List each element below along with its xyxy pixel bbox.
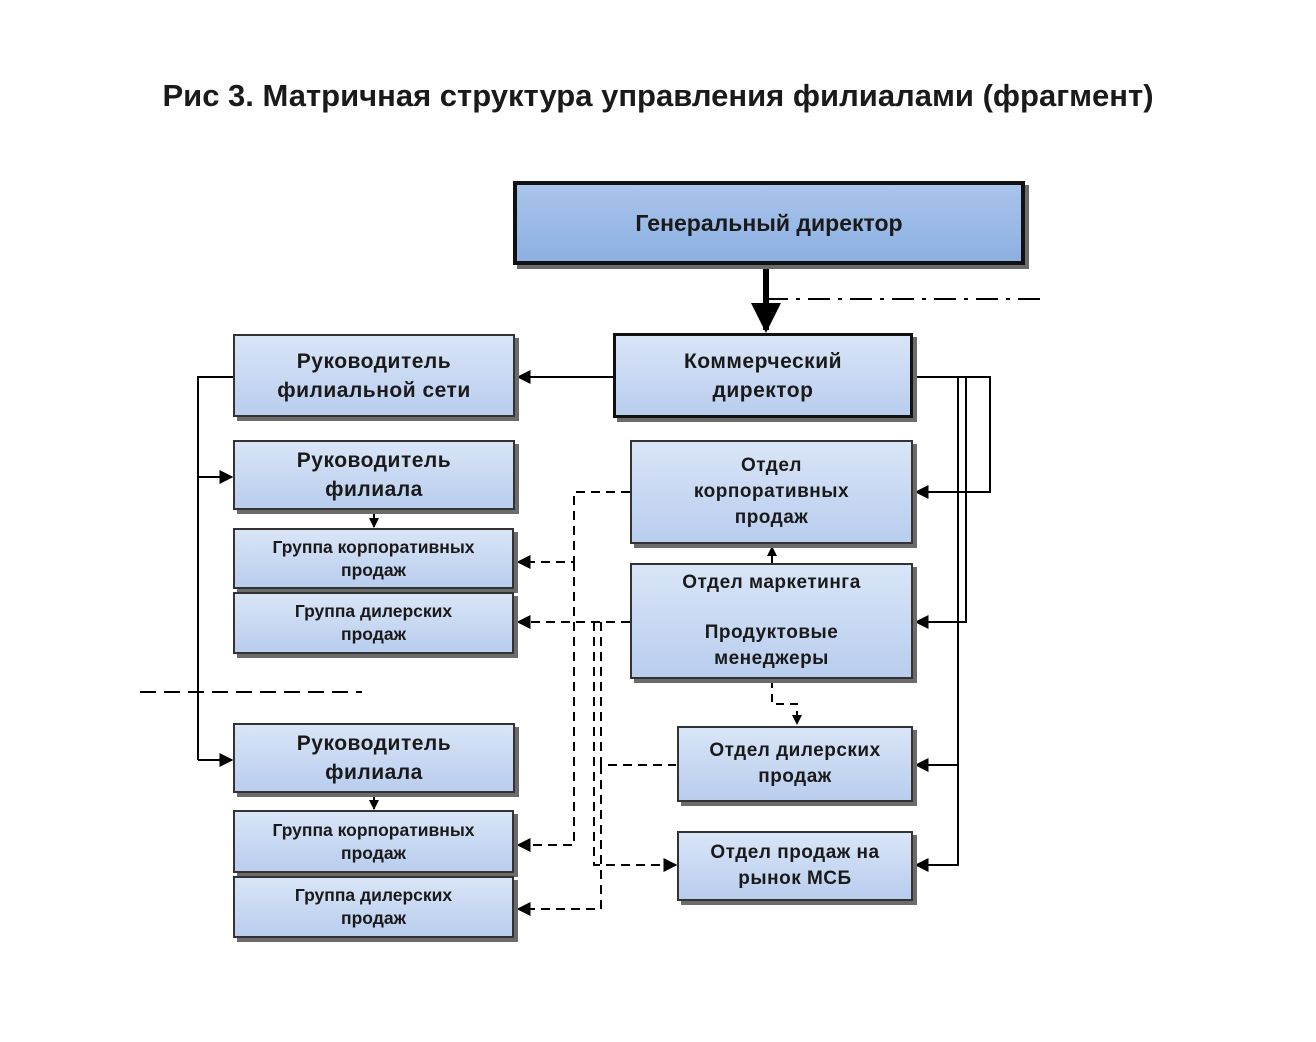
dealer-sales-dept-box: Отдел дилерских продаж [677,726,913,802]
dealer-group-box-2: Группа дилерских продаж [233,876,514,938]
dashed-dealer-to-group2 [516,765,602,916]
general-director-box: Генеральный директор [513,181,1025,265]
dashed-marketing-down-a [593,622,678,872]
marketing-dept-label: Отдел маркетинга [682,572,861,593]
dashed-pm-to-dealer [771,680,802,725]
branch-head-box-1: Руководитель филиала [233,440,515,510]
dashed-corp-to-group2 [516,562,575,852]
corp-group-box-1: Группа корпоративных продаж [233,528,514,589]
line-network-trunk [197,376,233,760]
sme-sales-dept-box: Отдел продаж на рынок МСБ [677,831,913,901]
dealer-group-box-1: Группа дилерских продаж [233,592,514,654]
line-commercial-bus-d [914,765,959,872]
branch-head-box-2: Руководитель филиала [233,723,515,793]
diagram-title: Рис 3. Матричная структура управления фи… [162,78,1154,113]
product-managers-label: Продуктовые менеджеры [704,622,839,669]
corp-group-box-2: Группа корпоративных продаж [233,810,514,873]
line-commercial-bus-a [914,376,991,499]
network-head-box: Руководитель филиальной сети [233,334,515,417]
corp-sales-dept-box: Отдел корпоративных продаж [630,440,913,544]
line-commercial-bus-c [914,377,959,772]
commercial-director-box: Коммерческий директор [613,333,913,418]
marketing-dept-box: Отдел маркетинга Продуктовые менеджеры [630,563,913,679]
line-commercial-bus-b [914,377,967,629]
dashed-corp-to-group1 [516,491,630,569]
